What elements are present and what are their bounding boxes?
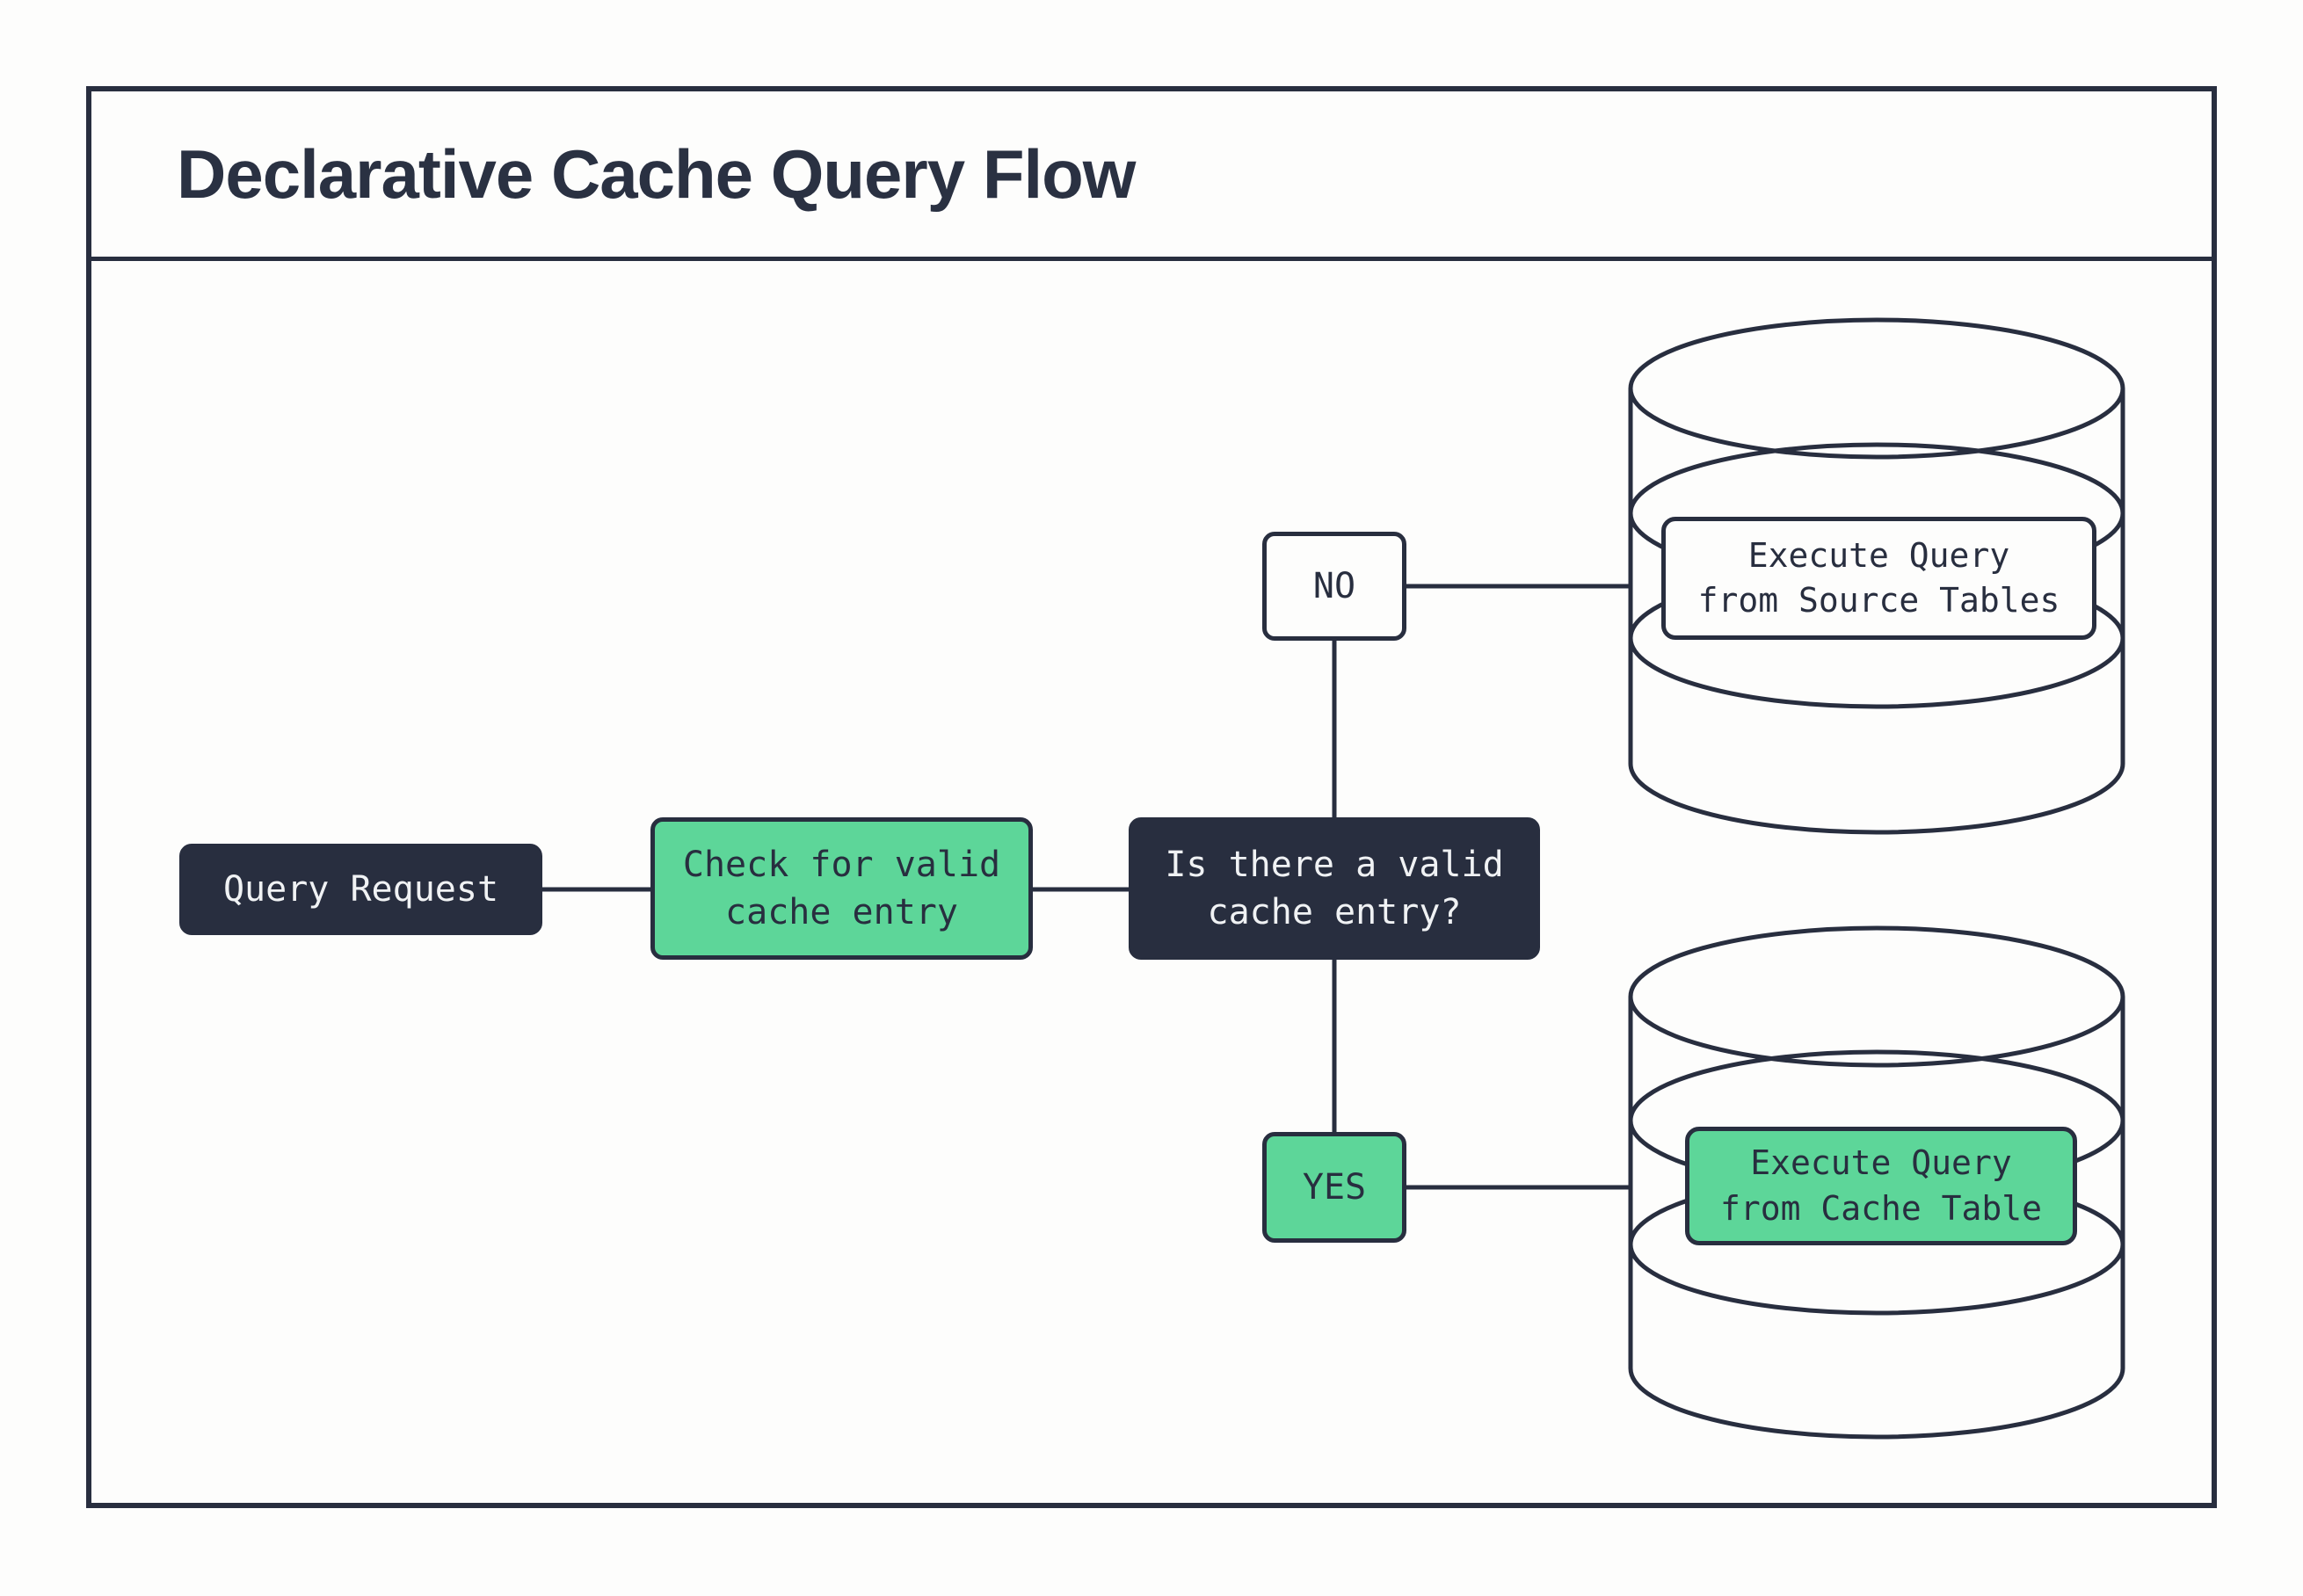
node-check-cache: Check for valid cache entry (650, 817, 1033, 960)
node-decision-valid-cache: Is there a valid cache entry? (1129, 817, 1540, 960)
node-branch-yes: YES (1262, 1132, 1406, 1243)
title-bar: Declarative Cache Query Flow (91, 91, 2212, 261)
node-branch-no: NO (1262, 532, 1406, 641)
node-query-request: Query Request (179, 844, 542, 935)
diagram-frame: Declarative Cache Query Flow (86, 86, 2217, 1508)
node-execute-source-tables: Execute Query from Source Tables (1661, 517, 2096, 640)
node-execute-cache-table: Execute Query from Cache Table (1685, 1127, 2077, 1245)
diagram-title: Declarative Cache Query Flow (177, 134, 1136, 213)
